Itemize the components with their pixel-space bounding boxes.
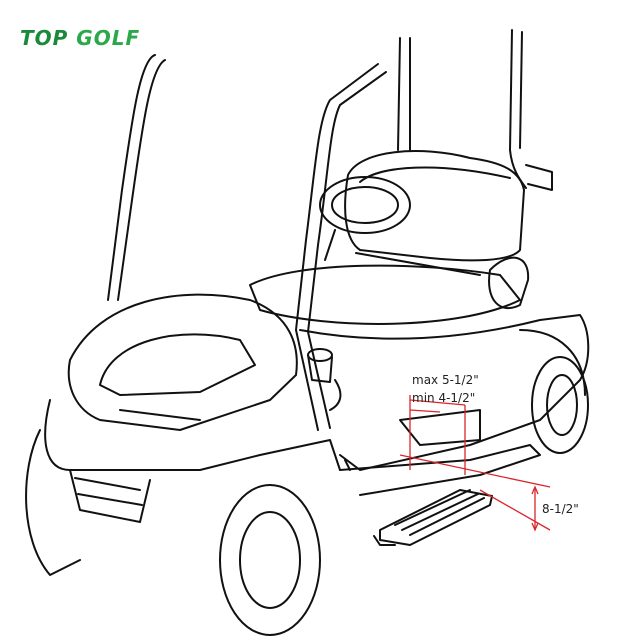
logo-text-top: TOP — [20, 26, 69, 50]
dimension-lines — [399, 395, 551, 532]
running-board — [339, 444, 541, 496]
front-wheel-left — [25, 429, 81, 576]
front-roof-strut-right — [295, 63, 379, 431]
front-hood — [67, 293, 298, 431]
dimension-label-min: min 4-1/2" — [412, 391, 476, 405]
side-step — [379, 489, 493, 546]
steering-wheel — [319, 176, 411, 234]
rear-wheel — [531, 356, 589, 454]
dimension-label-height: 8-1/2" — [542, 502, 579, 516]
dimension-label-max: max 5-1/2" — [412, 373, 479, 387]
seat-cushion — [249, 264, 521, 325]
rear-roof-strut-right — [509, 29, 527, 189]
rear-roof-strut-left — [397, 37, 411, 151]
front-wheel-right — [219, 484, 321, 636]
seat-back — [344, 150, 525, 262]
cup-holder — [307, 348, 333, 362]
logo-text-golf: GOLF — [68, 26, 141, 50]
front-bumper — [69, 469, 151, 523]
brand-logo: TOP GOLF — [20, 26, 140, 50]
front-roof-strut-left — [107, 54, 156, 301]
